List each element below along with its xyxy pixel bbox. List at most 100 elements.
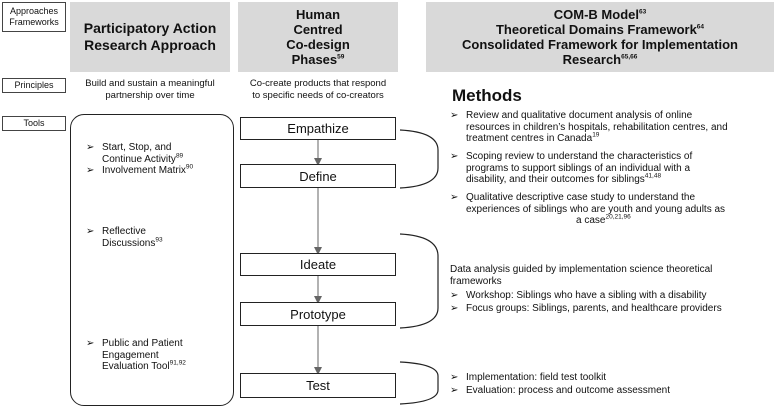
method-item: ➢ Implementation: field test toolkit [450, 372, 774, 384]
arrow-bullet-icon: ➢ [450, 303, 459, 314]
header-par-line: Research Approach [84, 37, 216, 53]
method-line: resources in children’s hospitals, rehab… [466, 121, 728, 133]
arrow-bullet-icon: ➢ [86, 338, 95, 349]
method-line: programs to support siblings of an indiv… [466, 162, 691, 174]
bracket [399, 233, 439, 329]
arrow-bullet-icon: ➢ [450, 385, 459, 396]
header-hcd-line: Human [295, 7, 341, 22]
phase-box-define: Define [240, 164, 396, 188]
header-hcd: Human Centred Co-design Phases59 [238, 2, 398, 72]
phase-label: Empathize [287, 121, 349, 136]
row-label-tools: Tools [2, 116, 66, 131]
arrow-bullet-icon: ➢ [450, 192, 459, 203]
method-sup: 19 [592, 131, 600, 139]
method-line: Scoping review to understand the charact… [466, 151, 693, 162]
methods-title: Methods [452, 86, 522, 105]
header-par-line: Participatory Action [83, 20, 217, 36]
phase-box-ideate: Ideate [240, 253, 396, 276]
row-label-principles-text: Principles [14, 80, 54, 90]
arrow-bullet-icon: ➢ [450, 290, 459, 301]
par-tool-sup: 90 [185, 163, 194, 171]
header-comb-text: Research [562, 52, 622, 67]
bracket [399, 361, 439, 405]
method-line: treatment centres in Canada [466, 133, 593, 144]
header-hcd-last: Phases [291, 52, 338, 67]
par-tool-line: Evaluation Tool [102, 361, 170, 372]
row-label-principles: Principles [2, 78, 66, 93]
arrow-bullet-icon: ➢ [86, 165, 95, 176]
method-line: Review and qualitative document analysis… [466, 110, 693, 121]
phase-label: Test [306, 378, 330, 393]
method-intro-line: frameworks [450, 275, 502, 287]
arrow-bullet-icon: ➢ [86, 142, 95, 153]
par-tool-item: ➢ Involvement Matrix90 [86, 163, 232, 177]
row-label-approaches-text: Approaches Frameworks [9, 6, 59, 27]
method-line: a case [576, 215, 606, 226]
method-intro: Data analysis guided by implementation s… [450, 264, 774, 287]
method-line: Evaluation: process and outcome assessme… [466, 385, 670, 396]
method-line: Focus groups: Siblings, parents, and hea… [466, 303, 722, 314]
header-comb-sup: 63 [638, 8, 647, 16]
method-item: ➢ Review and qualitative document analys… [450, 110, 774, 145]
par-tool-line: Continue Activity [102, 153, 176, 165]
phase-box-test: Test [240, 373, 396, 398]
principle-par-line: partnership over time [105, 90, 195, 101]
header-hcd-line: Centred [293, 22, 343, 37]
phase-box-empathize: Empathize [240, 117, 396, 140]
principle-hcd: Co-create products that respond to speci… [234, 78, 402, 102]
phase-label: Define [299, 168, 337, 184]
par-tools-box [70, 114, 234, 406]
header-comb-line: Research65,66 [563, 52, 638, 67]
header-comb-line: Consolidated Framework for Implementatio… [462, 37, 738, 52]
method-line: disability, and their outcomes for sibli… [466, 174, 645, 185]
header-comb-text: COM-B Model [553, 7, 639, 22]
method-item: ➢ Qualitative descriptive case study to … [450, 192, 774, 227]
method-line: Workshop: Siblings who have a sibling wi… [466, 290, 707, 301]
bracket [399, 129, 439, 189]
par-tool-sup: 89 [175, 152, 184, 160]
method-intro-line: Data analysis guided by implementation s… [450, 264, 713, 275]
phase-box-prototype: Prototype [240, 302, 396, 326]
header-hcd-line: Phases59 [292, 52, 345, 67]
method-sup: 20,21,96 [605, 213, 631, 221]
par-tool-line: Reflective [102, 226, 146, 237]
par-tool-sup: 93 [155, 236, 163, 244]
header-hcd-sup: 59 [337, 53, 345, 61]
principle-par-line: Build and sustain a meaningful [85, 78, 215, 89]
arrow-bullet-icon: ➢ [450, 372, 459, 383]
method-item: ➢ Workshop: Siblings who have a sibling … [450, 290, 774, 302]
principle-hcd-line: Co-create products that respond [249, 78, 387, 89]
method-line: experiences of siblings who are youth an… [466, 203, 726, 215]
header-comb-text: Consolidated Framework for Implementatio… [462, 37, 738, 52]
header-comb: COM-B Model63 Theoretical Domains Framew… [426, 2, 774, 72]
arrow-bullet-icon: ➢ [450, 110, 459, 121]
header-comb-text: Theoretical Domains Framework [495, 22, 697, 37]
header-hcd-line: Co-design [286, 37, 350, 52]
par-tool-line: Discussions [102, 237, 156, 249]
method-item: ➢ Focus groups: Siblings, parents, and h… [450, 303, 774, 315]
par-tool-line: Engagement [102, 349, 159, 361]
method-line: Implementation: field test toolkit [466, 372, 607, 383]
principle-par: Build and sustain a meaningful partnersh… [70, 78, 230, 102]
row-label-tools-text: Tools [23, 118, 45, 128]
header-comb-line: Theoretical Domains Framework64 [496, 22, 704, 37]
par-tool-sup: 91,92 [169, 359, 186, 367]
par-tool-line: Public and Patient [102, 338, 183, 349]
method-item: ➢ Scoping review to understand the chara… [450, 151, 774, 186]
method-line: Qualitative descriptive case study to un… [466, 192, 696, 203]
principle-hcd-line: to specific needs of co-creators [252, 90, 384, 101]
header-comb-sup: 64 [696, 23, 705, 31]
par-tool-line: Start, Stop, and [102, 142, 172, 153]
par-tool-line: Involvement Matrix [102, 165, 186, 176]
method-sup: 41,48 [644, 172, 662, 180]
phase-label: Prototype [290, 306, 346, 322]
method-item: ➢ Evaluation: process and outcome assess… [450, 385, 774, 397]
row-label-approaches: Approaches Frameworks [2, 2, 66, 32]
header-comb-line: COM-B Model63 [554, 7, 646, 22]
header-comb-sup: 65,66 [621, 53, 638, 61]
phase-label: Ideate [299, 257, 337, 272]
